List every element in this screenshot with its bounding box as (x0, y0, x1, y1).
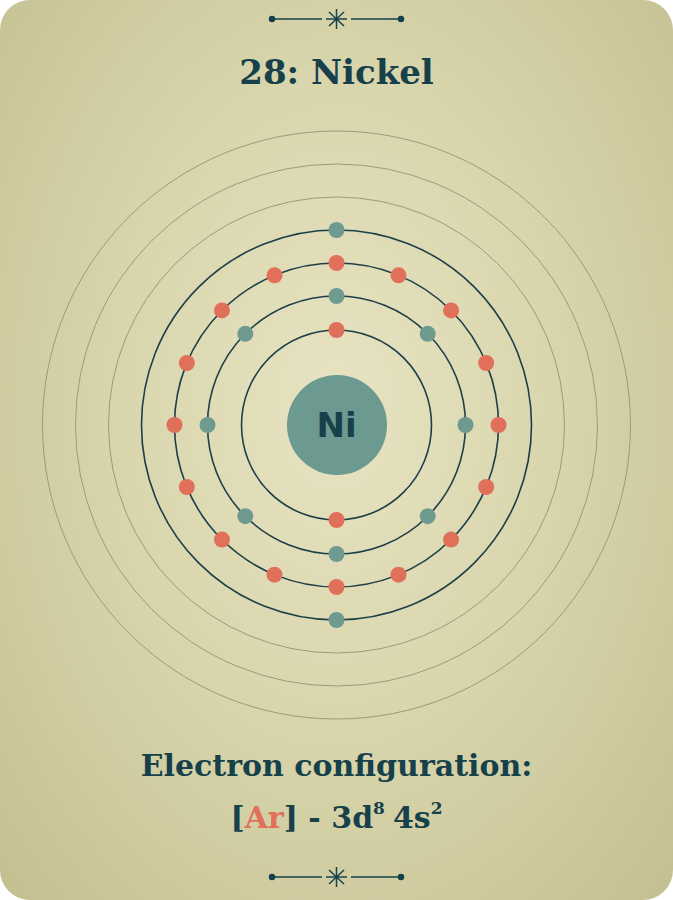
electron (329, 322, 345, 338)
electron (214, 302, 230, 318)
empty-shell (43, 131, 631, 719)
electron (267, 267, 283, 283)
electron (329, 288, 345, 304)
electron-shell (242, 330, 432, 520)
superscript: 8 (373, 798, 385, 818)
config-formula: [Ar] - 3d8 4s2 (0, 800, 673, 835)
electron (478, 479, 494, 495)
electron (214, 532, 230, 548)
electron (237, 508, 253, 524)
electron (200, 417, 216, 433)
electron (443, 302, 459, 318)
electron-shell (142, 230, 532, 620)
superscript: 2 (431, 798, 443, 818)
electron (443, 532, 459, 548)
electron (329, 255, 345, 271)
electron (390, 567, 406, 583)
electron (167, 417, 183, 433)
empty-shell (76, 164, 598, 686)
nucleus-circle: Ni (287, 375, 387, 475)
electron (329, 512, 345, 528)
electron (329, 222, 345, 238)
electron (179, 479, 195, 495)
electron (478, 355, 494, 371)
config-part: ] - 3d (284, 800, 373, 835)
bracket: [ (230, 800, 244, 835)
electron (390, 267, 406, 283)
electron (458, 417, 474, 433)
electron (329, 579, 345, 595)
electron-shell (175, 263, 499, 587)
electron (267, 567, 283, 583)
electron-shell (208, 296, 466, 554)
electron (491, 417, 507, 433)
electron (179, 355, 195, 371)
title: 28: Nickel (0, 52, 673, 92)
empty-shell (109, 197, 565, 653)
core-symbol: Ar (245, 800, 284, 835)
element-symbol: Ni (316, 405, 356, 445)
electron (329, 546, 345, 562)
config-part: 4s (393, 800, 431, 835)
electron (420, 508, 436, 524)
electron (237, 326, 253, 342)
electron (329, 612, 345, 628)
config-heading: Electron configuration: (0, 748, 673, 783)
electron (420, 326, 436, 342)
